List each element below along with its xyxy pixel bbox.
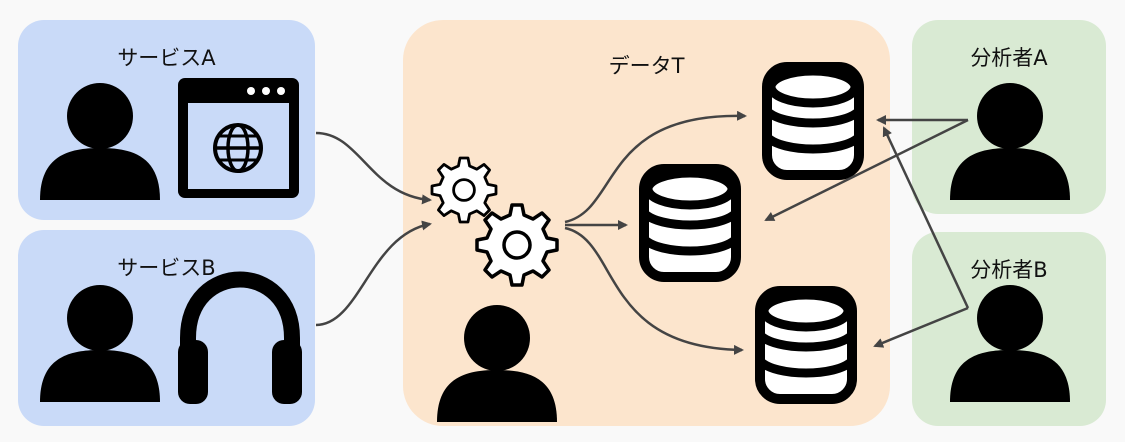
person-icon	[950, 285, 1070, 402]
arrow-processing-to-db-3	[564, 226, 744, 355]
arrow-service-a-to-processing	[315, 131, 432, 205]
gears-icon	[430, 156, 559, 287]
data-team-title: データT	[608, 54, 685, 78]
service-a-title: サービスA	[117, 46, 216, 70]
arrow-processing-to-db-1	[564, 110, 747, 224]
service-b-title: サービスB	[117, 256, 216, 280]
analyst-a-title: 分析者A	[970, 46, 1048, 70]
arrow-analyst-b-to-db-3	[873, 306, 969, 348]
headphones-icon	[178, 271, 302, 404]
arrow-analyst-b-to-db-1	[882, 126, 970, 309]
database-icon	[760, 291, 852, 399]
arrow-analyst-a-to-db-2	[764, 118, 969, 222]
globe-icon	[213, 123, 263, 173]
person-icon	[437, 305, 557, 422]
database-icon	[767, 67, 859, 175]
database-icon	[644, 169, 736, 277]
person-icon	[40, 285, 160, 402]
arrow-service-b-to-processing	[315, 220, 432, 327]
person-icon	[950, 83, 1070, 200]
analyst-b-title: 分析者B	[970, 258, 1048, 282]
person-icon	[40, 83, 160, 200]
web-browser-icon	[178, 78, 299, 198]
